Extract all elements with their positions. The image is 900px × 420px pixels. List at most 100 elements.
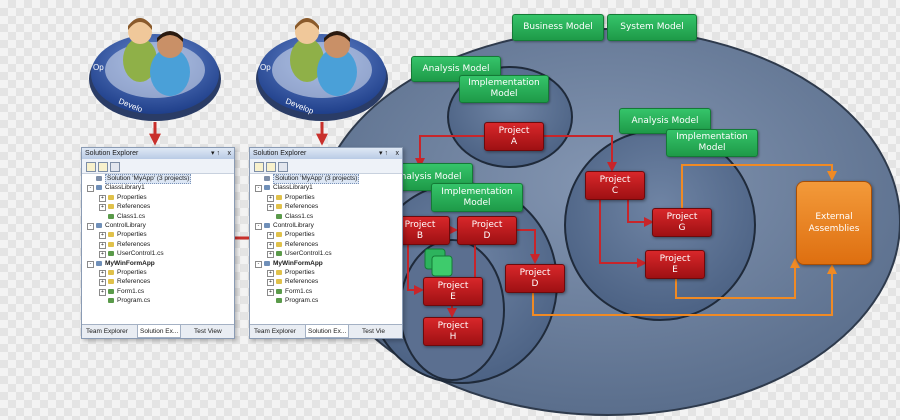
properties-icon[interactable]: [86, 162, 96, 172]
project-icon: [264, 222, 270, 228]
tree-item[interactable]: Program.cs: [82, 296, 234, 305]
tree-item-label: Program.cs: [285, 297, 319, 305]
expand-icon[interactable]: +: [99, 241, 106, 249]
collapse-icon[interactable]: -: [255, 260, 262, 268]
refresh-icon[interactable]: [278, 162, 288, 172]
tree-item[interactable]: -MyWinFormApp: [82, 259, 234, 268]
project-c: Project C: [585, 171, 645, 200]
tree-item[interactable]: +Properties: [250, 230, 402, 240]
tree-item[interactable]: Solution 'MyApp' (3 projects): [250, 174, 402, 184]
tree-item-label: ControlLibrary: [105, 221, 146, 229]
expand-icon[interactable]: +: [99, 269, 106, 277]
tree-item-label: Properties: [285, 193, 315, 201]
expand-icon[interactable]: +: [99, 251, 106, 259]
expand-icon[interactable]: +: [99, 279, 106, 287]
expand-icon[interactable]: +: [267, 288, 274, 296]
tree-item[interactable]: +Properties: [250, 268, 402, 277]
tree-item[interactable]: +Properties: [82, 230, 234, 240]
persona-group-left: [89, 18, 221, 121]
tree-item[interactable]: +UserControl1.cs: [250, 249, 402, 259]
tree-item[interactable]: -ClassLibrary1: [82, 183, 234, 193]
collapse-icon[interactable]: -: [255, 185, 262, 193]
expand-icon[interactable]: +: [267, 279, 274, 287]
expand-icon[interactable]: +: [99, 194, 106, 202]
show-all-files-icon[interactable]: [266, 162, 276, 172]
collapse-icon[interactable]: -: [87, 222, 94, 230]
tree-item-label: References: [117, 203, 151, 211]
file-icon: [276, 298, 282, 304]
file-icon: [276, 251, 282, 257]
user-icon-woman: [290, 18, 324, 82]
expand-icon[interactable]: +: [99, 232, 106, 240]
solution-explorer-toolbar: [82, 159, 234, 174]
expand-icon[interactable]: +: [267, 232, 274, 240]
package-squares: [424, 248, 453, 277]
close-icon[interactable]: x: [227, 150, 232, 157]
tree-item-label: Program.cs: [117, 297, 151, 305]
user-icon-man: [317, 31, 357, 96]
tab-solution-explorer[interactable]: Solution Ex...: [305, 325, 350, 338]
folder-icon: [276, 194, 282, 200]
tree-item[interactable]: -ClassLibrary1: [250, 183, 402, 193]
folder-icon: [276, 204, 282, 210]
expand-icon[interactable]: +: [267, 204, 274, 212]
tree-item[interactable]: Solution 'MyApp' (3 projects): [82, 174, 234, 184]
red-connectors: [407, 135, 654, 318]
expand-icon[interactable]: +: [99, 204, 106, 212]
tree-item[interactable]: + References: [250, 240, 402, 249]
tree-item[interactable]: +References: [82, 240, 234, 249]
refresh-icon[interactable]: [110, 162, 120, 172]
tab-team-explorer[interactable]: Team Explorer: [254, 328, 296, 335]
persona-down-arrows: [149, 122, 328, 146]
tree-item[interactable]: Class1.cs: [250, 212, 402, 221]
expand-icon[interactable]: +: [267, 269, 274, 277]
tree-item-label: Solution 'MyApp' (3 projects): [105, 174, 192, 184]
tree-item[interactable]: Class1.cs: [82, 212, 234, 221]
collapse-icon[interactable]: -: [87, 260, 94, 268]
tree-item[interactable]: +Form1.cs: [82, 287, 234, 296]
collapse-icon[interactable]: -: [255, 222, 262, 230]
tab-team-explorer[interactable]: Team Explorer: [86, 328, 128, 335]
properties-icon[interactable]: [254, 162, 264, 172]
system-model-label: System Model: [607, 14, 697, 41]
pin-icon[interactable]: ▾ ↑: [211, 150, 220, 157]
solution-explorer-title: Solution Explorer: [253, 150, 307, 157]
tree-item[interactable]: -ControlLibrary: [250, 221, 402, 230]
expand-icon[interactable]: +: [267, 241, 274, 249]
show-all-files-icon[interactable]: [98, 162, 108, 172]
tree-item[interactable]: +UserControl1.cs: [82, 249, 234, 259]
expand-icon[interactable]: +: [267, 251, 274, 259]
file-icon: [108, 251, 114, 257]
tree-item[interactable]: +Properties: [82, 193, 234, 202]
tree-item-label: References: [285, 240, 319, 248]
tree-item[interactable]: +References: [82, 277, 234, 287]
pin-icon[interactable]: ▾ ↑: [379, 150, 388, 157]
tree-item[interactable]: + Properties: [250, 193, 402, 202]
project-a: Project A: [484, 122, 544, 151]
project-icon: [96, 260, 102, 266]
tree-item[interactable]: - ControlLibrary: [82, 221, 234, 230]
tree-item[interactable]: -MyWinFormApp: [250, 259, 402, 268]
tree-item[interactable]: Program.cs: [250, 296, 402, 305]
tab-solution-explorer[interactable]: Solution Ex...: [137, 325, 182, 338]
expand-icon[interactable]: +: [267, 194, 274, 202]
project-icon: [96, 222, 102, 228]
tree-item[interactable]: + References: [82, 202, 234, 212]
tab-test-view[interactable]: Test View: [194, 328, 222, 335]
business-model-label: Business Model: [512, 14, 604, 41]
tree-item[interactable]: + Form1.cs: [250, 287, 402, 296]
tab-test-view[interactable]: Test Vie: [362, 328, 386, 335]
collapse-icon[interactable]: -: [87, 185, 94, 193]
expand-icon[interactable]: +: [99, 288, 106, 296]
tree-item-label: Properties: [117, 268, 147, 276]
folder-icon: [108, 241, 114, 247]
tree-item[interactable]: +References: [250, 277, 402, 287]
tree-item-label: Form1.cs: [285, 287, 313, 295]
user-icon-man: [150, 31, 190, 96]
close-icon[interactable]: x: [395, 150, 400, 157]
tree-item[interactable]: + Properties: [82, 268, 234, 277]
persona-ring-text: Op: [260, 63, 271, 72]
tree-item[interactable]: +References: [250, 202, 402, 212]
external-assemblies-label: External Assemblies: [808, 212, 860, 234]
panel-tabs: Team Explorer Solution Ex... Test View: [82, 324, 234, 338]
